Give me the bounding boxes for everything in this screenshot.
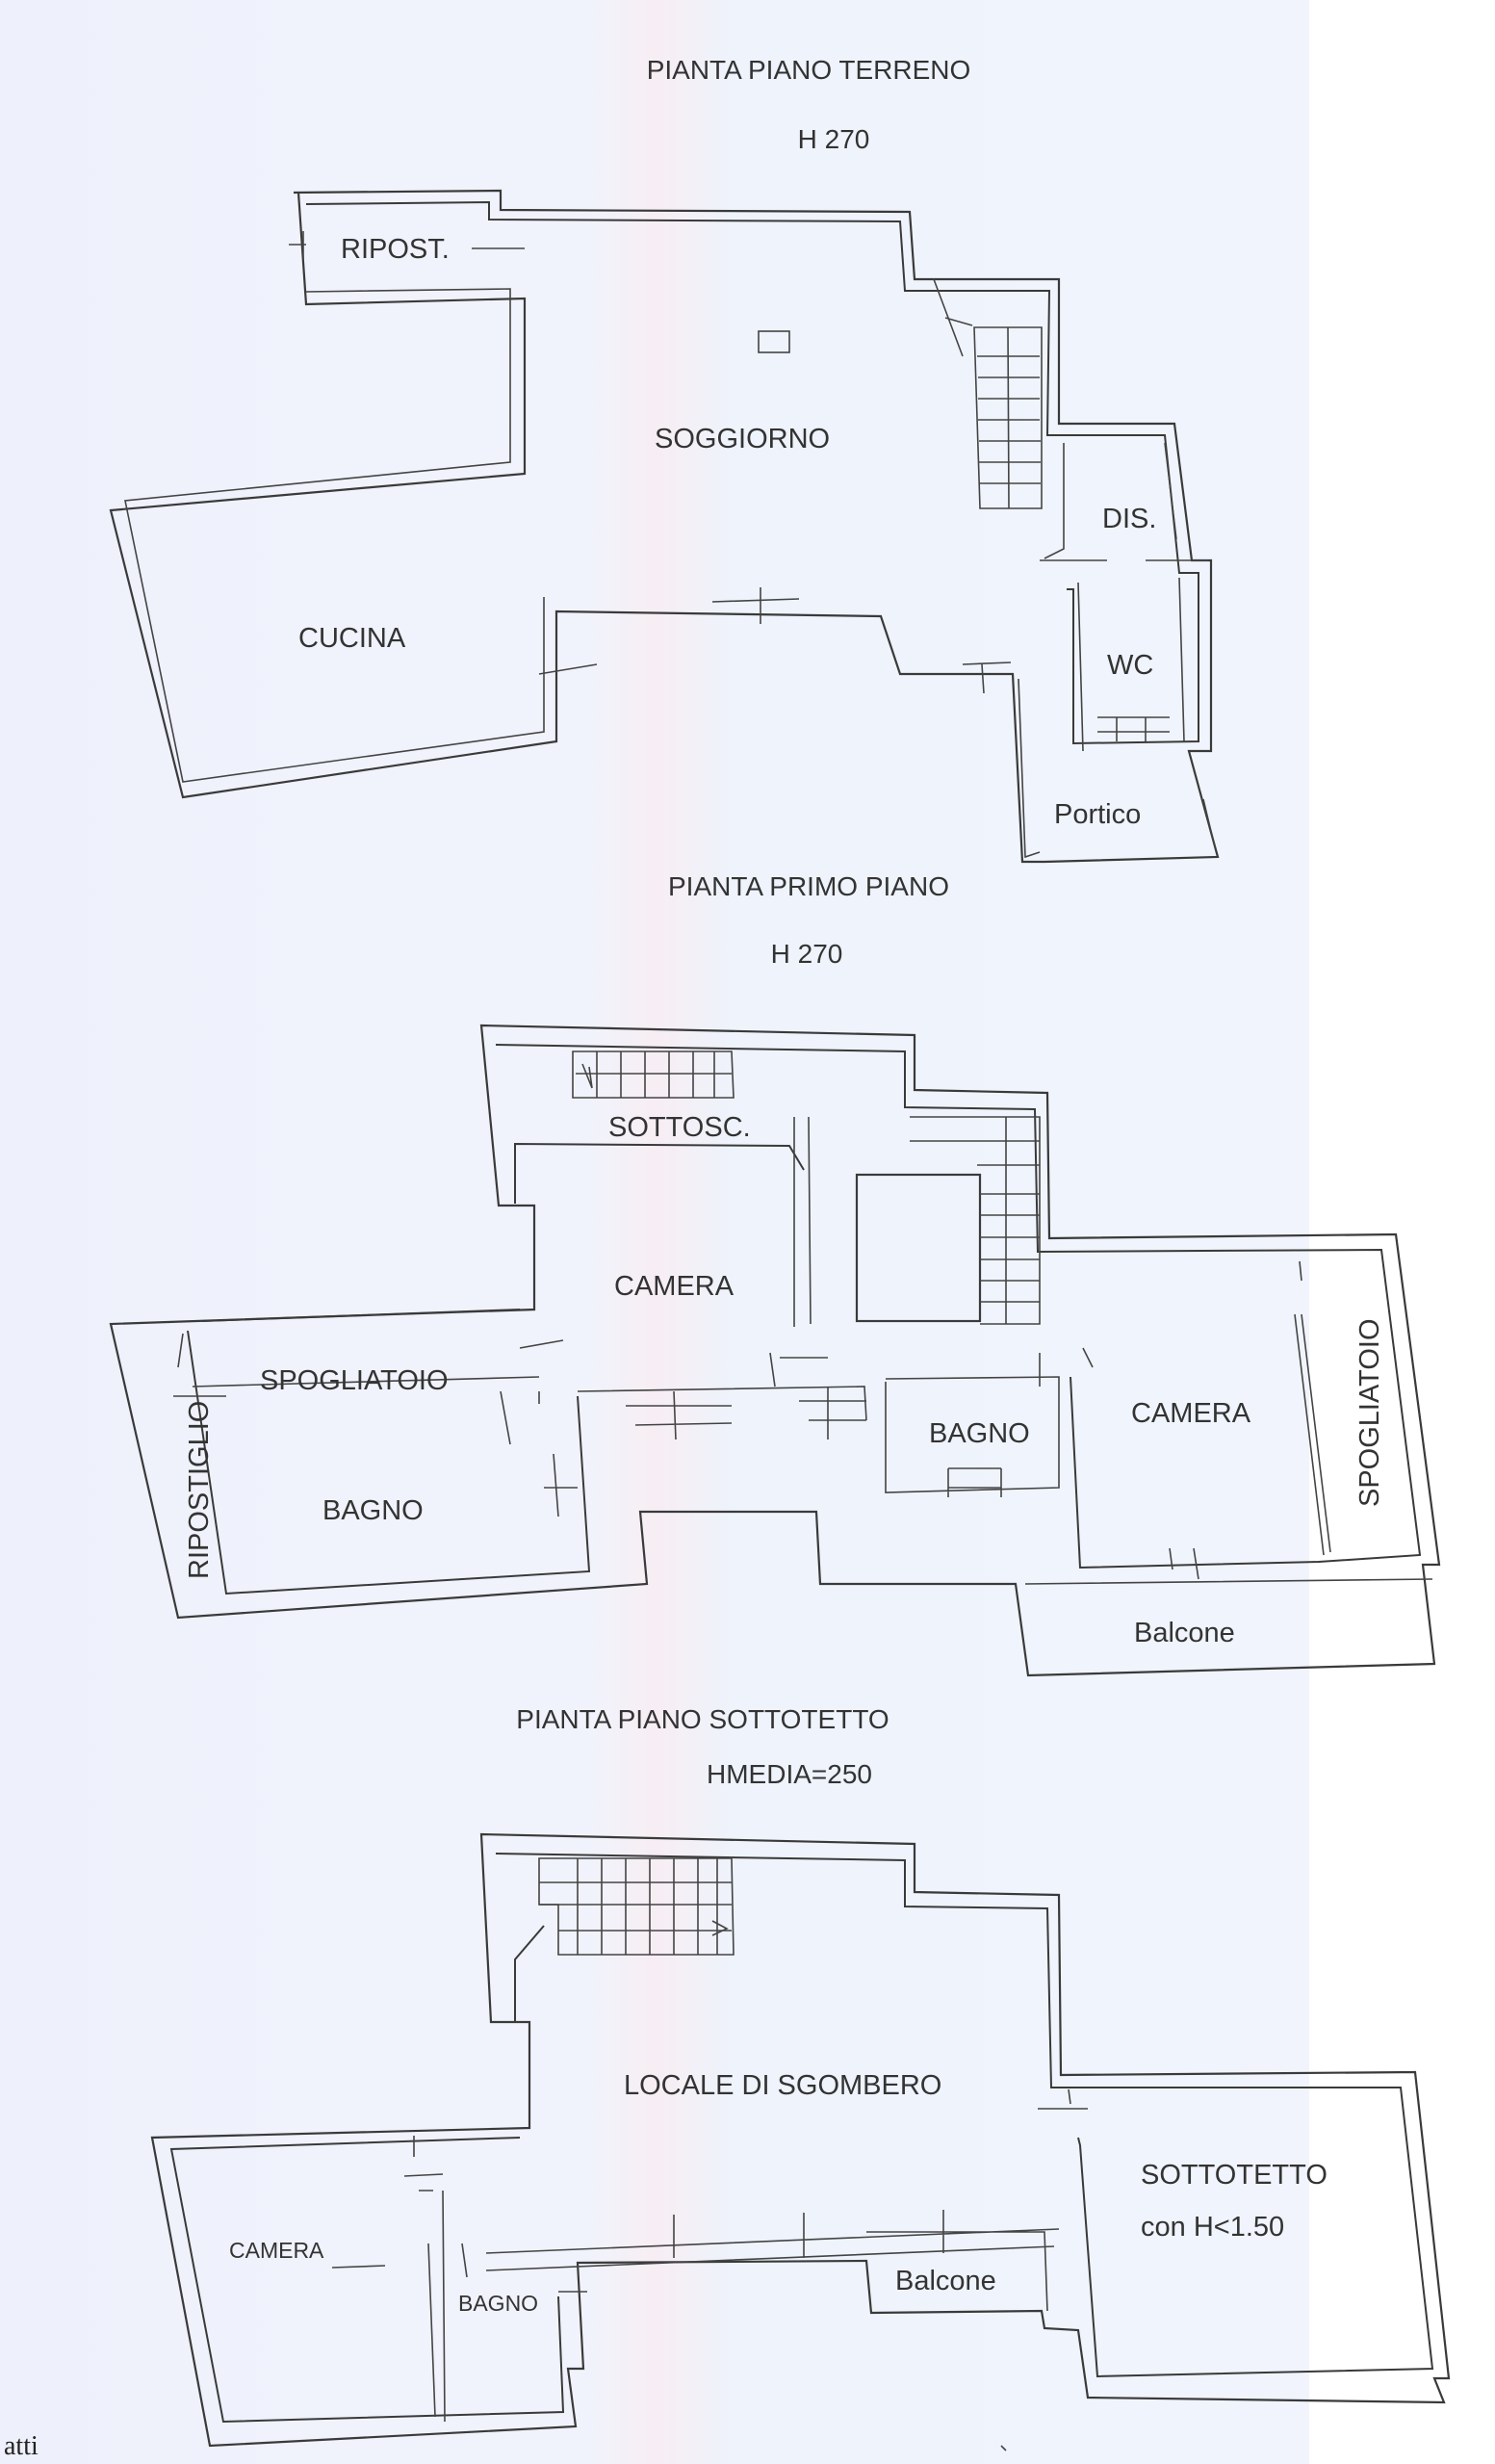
attic-stairs	[538, 1857, 735, 1956]
room-label-sottosc: SOTTOSC.	[608, 1112, 751, 1143]
room-label-camera-center: CAMERA	[614, 1271, 735, 1302]
first-floor-height: H 270	[771, 939, 843, 969]
room-label-wc: WC	[1107, 650, 1153, 681]
background-tint	[0, 0, 1309, 2464]
footer-fragment-text: atti	[4, 2431, 39, 2461]
room-label-sottotetto-note: con H<1.50	[1141, 2212, 1284, 2243]
room-label-balcone-first: Balcone	[1134, 1618, 1235, 1648]
first-floor-stairs-top	[572, 1050, 735, 1099]
portico-walls	[1018, 678, 1216, 859]
ground-floor-inner-wall	[305, 200, 1199, 745]
attic-floor-height: HMEDIA=250	[707, 1759, 872, 1789]
first-floor-plan: PIANTA PRIMO PIANO H 270 SOTTOSC. CAMERA…	[109, 871, 1441, 1677]
room-label-balcone-attic: Balcone	[895, 2266, 996, 2296]
ground-floor-plan: PIANTA PIANO TERRENO H 270 RIPOST. SOGGI…	[109, 55, 1220, 864]
room-label-portico: Portico	[1054, 799, 1141, 830]
room-label-spogliatoio-right: SPOGLIATOIO	[1354, 1318, 1385, 1507]
room-label-cucina: CUCINA	[298, 623, 406, 654]
first-floor-inner-wall	[187, 1044, 1422, 1595]
first-floor-partitions	[519, 1116, 1433, 1585]
room-label-bagno-center: BAGNO	[929, 1418, 1030, 1449]
dis-wc-walls	[1040, 442, 1208, 752]
room-label-soggiorno: SOGGIORNO	[655, 424, 830, 454]
soggiorno-fixture	[758, 330, 790, 353]
room-label-bagno-attic: BAGNO	[458, 2291, 538, 2316]
attic-floor-plan: PIANTA PIANO SOTTOTETTO HMEDIA=250 LOCAL…	[150, 1704, 1451, 2451]
room-label-spogliatoio-left: SPOGLIATOIO	[260, 1365, 449, 1396]
first-floor-outer-wall	[109, 1024, 1441, 1677]
room-label-dis: DIS.	[1102, 504, 1156, 534]
ground-doors	[289, 231, 1012, 694]
first-floor-window-marks	[173, 1333, 866, 1517]
ground-floor-title: PIANTA PIANO TERRENO	[647, 55, 971, 85]
room-label-bagno-left: BAGNO	[322, 1495, 424, 1526]
attic-floor-partitions	[331, 2088, 1088, 2451]
room-label-ripost: RIPOST.	[341, 234, 450, 265]
attic-floor-outer-wall	[150, 1832, 1451, 2448]
room-label-ripostiglio: RIPOSTIGLIO	[184, 1401, 215, 1579]
ground-floor-outer-wall	[109, 189, 1220, 864]
ripost-walls	[124, 288, 545, 783]
attic-floor-title: PIANTA PIANO SOTTOTETTO	[516, 1704, 889, 1734]
ground-floor-height: H 270	[798, 124, 870, 154]
room-label-sottotetto: SOTTOTETTO	[1141, 2160, 1327, 2191]
first-floor-stairs-center	[855, 1116, 1041, 1325]
first-floor-title: PIANTA PRIMO PIANO	[668, 871, 949, 901]
room-label-camera-right: CAMERA	[1131, 1398, 1251, 1429]
attic-floor-inner-wall	[169, 1853, 1434, 2424]
room-label-locale-sgombero: LOCALE DI SGOMBERO	[624, 2070, 941, 2101]
ground-stairs	[933, 278, 1043, 509]
room-label-camera-attic: CAMERA	[229, 2238, 324, 2263]
